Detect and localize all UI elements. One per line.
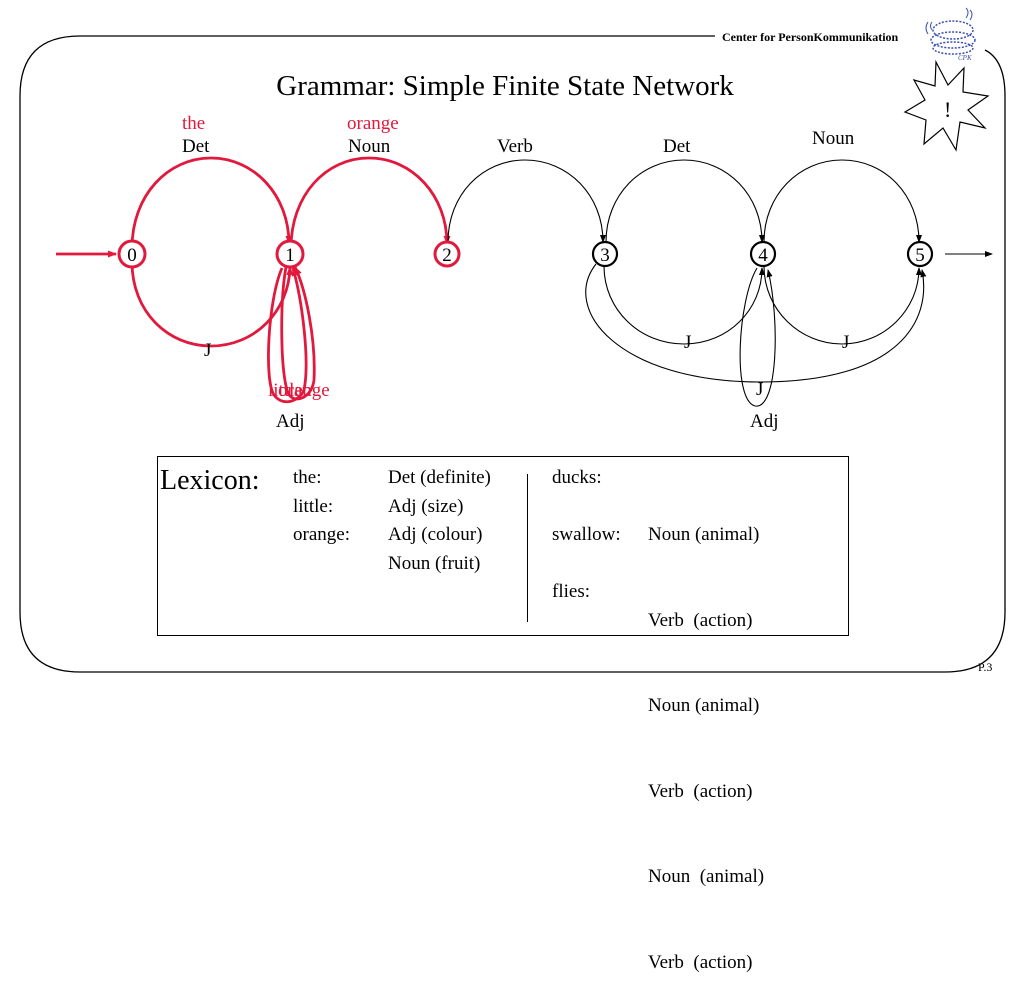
lexicon-def: Noun (animal)	[648, 866, 765, 887]
lexicon-word	[293, 550, 350, 579]
arc-1-1-cat: Adj	[276, 411, 305, 432]
arc-4-4-adj	[739, 267, 776, 407]
lexicon-word	[552, 550, 621, 579]
state-3: 3	[591, 240, 619, 268]
arc-1-2-word: orange	[347, 113, 399, 134]
state-4: 4	[749, 240, 777, 268]
arc-1-1-adj-a	[267, 267, 308, 404]
lexicon-heading: Lexicon:	[160, 465, 260, 496]
lexicon-word: flies:	[552, 581, 590, 602]
svg-text:!: !	[944, 97, 951, 122]
lexicon-word	[552, 607, 621, 636]
arc-4-4-cat: Adj	[750, 411, 779, 432]
state-5: 5	[906, 240, 934, 268]
arc-1-1-adj-b	[280, 266, 316, 401]
lexicon-def: Adj (colour)	[388, 524, 483, 545]
arc-2-3-cat: Verb	[497, 136, 533, 157]
arc-3-4-jump	[603, 265, 765, 345]
arc-4-5-jump-label: J	[842, 332, 850, 353]
svg-text:5: 5	[915, 245, 925, 266]
state-2: 2	[433, 240, 461, 268]
arc-4-5-cat: Noun	[812, 128, 855, 149]
arc-0-1-word: the	[182, 113, 206, 134]
lexicon-divider	[527, 474, 528, 622]
arc-0-1-cat: Det	[182, 136, 210, 157]
slide-canvas: CPK ! 0 1 2 3	[19, 7, 1006, 673]
arc-3-5-jump	[585, 263, 927, 383]
arc-2-3-verb	[447, 159, 606, 243]
lexicon-right-defs: Noun (animal) Verb (action) Noun (animal…	[648, 464, 764, 1006]
lexicon-box	[157, 456, 849, 636]
svg-text:0: 0	[127, 245, 137, 266]
arc-1-1-word-orange: orange	[278, 380, 330, 401]
arc-0-1-jump	[130, 261, 294, 348]
cpk-logo-icon: CPK	[925, 7, 976, 62]
arc-3-4-det	[605, 159, 765, 243]
arc-0-1-det	[130, 156, 293, 249]
arc-1-2-cat: Noun	[348, 136, 391, 157]
svg-text:3: 3	[600, 245, 610, 266]
lexicon-def: Verb (action)	[648, 951, 753, 973]
lexicon-word	[552, 493, 621, 522]
arc-0-1-jump-label: J	[204, 340, 212, 361]
lexicon-def: Det (definite)	[388, 467, 491, 488]
lexicon-word: ducks:	[552, 467, 602, 488]
svg-text:2: 2	[442, 245, 452, 266]
svg-text:4: 4	[758, 245, 768, 266]
lexicon-def: Noun (fruit)	[388, 552, 481, 574]
state-1: 1	[275, 239, 305, 269]
page-number: P.3	[978, 660, 993, 674]
lexicon-def: Adj (size)	[388, 495, 464, 517]
svg-text:1: 1	[285, 245, 295, 266]
arc-1-1-word-little: little	[268, 380, 303, 401]
arc-3-4-jump-label: J	[684, 332, 692, 353]
lexicon-def: Noun (animal)	[648, 524, 760, 545]
lexicon-left-words: the: little: orange:	[293, 464, 350, 578]
svg-text:CPK: CPK	[958, 54, 972, 62]
lexicon-word: swallow:	[552, 524, 621, 545]
state-0: 0	[117, 239, 147, 269]
arc-3-5-jump-label: J	[756, 379, 764, 400]
slide-frame	[19, 35, 1006, 673]
arc-4-5-noun	[763, 159, 922, 243]
arc-1-2-noun	[289, 156, 451, 249]
lexicon-word: orange:	[293, 524, 350, 545]
lexicon-def: Verb (action)	[648, 780, 753, 802]
lexicon-word: little:	[293, 495, 334, 517]
lexicon-left-defs: Det (definite) Adj (size) Adj (colour) N…	[388, 464, 491, 578]
page-title: Grammar: Simple Finite State Network	[276, 70, 734, 102]
lexicon-word: the:	[293, 467, 322, 488]
exclamation-burst-icon: !	[903, 59, 990, 152]
lexicon-def: Noun (animal)	[648, 695, 760, 716]
org-name: Center for PersonKommunikation	[722, 30, 899, 44]
lexicon-def: Verb (action)	[648, 609, 753, 631]
lexicon-right-words: ducks: swallow: flies:	[552, 464, 621, 635]
arc-3-4-cat: Det	[663, 136, 691, 157]
